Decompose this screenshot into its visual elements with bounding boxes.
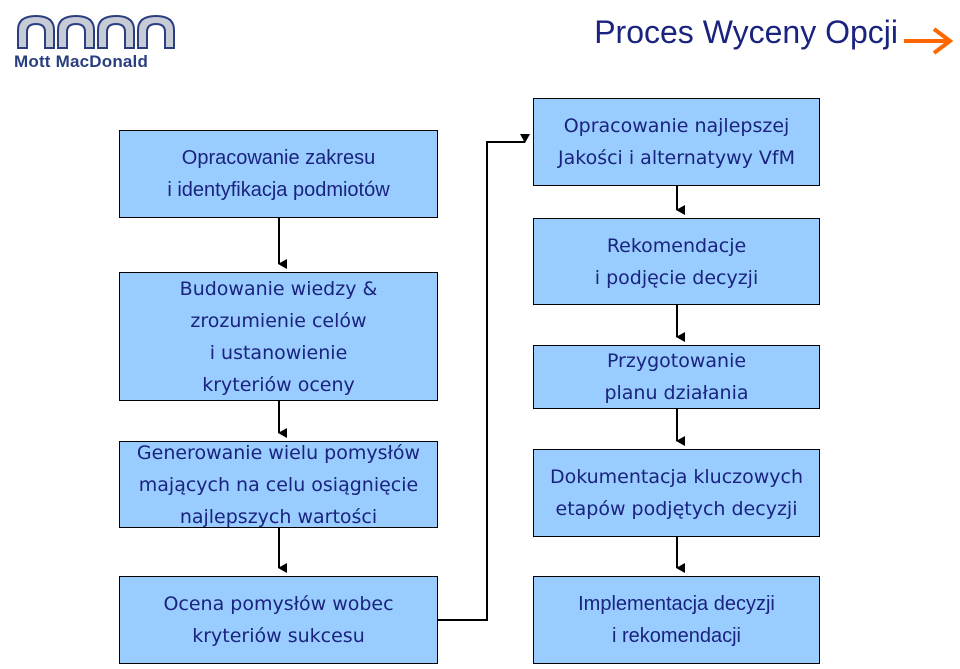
flow-box-action-plan: Przygotowanie planu działania	[533, 345, 820, 409]
flow-box-scope: Opracowanie zakresu i identyfikacja podm…	[119, 130, 438, 218]
flow-box-best-quality: Opracowanie najlepszej Jakości i alterna…	[533, 98, 820, 186]
flow-box-label: Implementacja decyzji i rekomendacji	[578, 593, 775, 647]
flow-box-label: Budowanie wiedzy & zrozumienie celów i u…	[179, 277, 378, 396]
flow-box-label: Ocena pomysłów wobec kryteriów sukcesu	[163, 593, 394, 647]
logo-arches-icon	[17, 14, 175, 49]
flow-box-label: Dokumentacja kluczowych etapów podjętych…	[549, 466, 804, 520]
flow-box-ideas: Generowanie wielu pomysłów mających na c…	[119, 441, 438, 528]
flow-box-label: Rekomendacje i podjęcie decyzji	[594, 234, 759, 289]
flow-box-label: Generowanie wielu pomysłów mających na c…	[136, 441, 421, 528]
mott-macdonald-logo: Mott MacDonald	[14, 12, 179, 72]
logo-wordmark: Mott MacDonald	[14, 52, 149, 71]
arrow-left-to-right	[437, 134, 530, 621]
flow-box-label: Przygotowanie planu działania	[604, 350, 749, 404]
flow-box-implementation: Implementacja decyzji i rekomendacji	[533, 576, 820, 664]
flow-box-label: Opracowanie zakresu i identyfikacja podm…	[167, 147, 390, 201]
flow-box-recommendations: Rekomendacje i podjęcie decyzji	[533, 218, 820, 305]
flow-box-evaluation: Ocena pomysłów wobec kryteriów sukcesu	[119, 576, 438, 664]
flow-box-label: Opracowanie najlepszej Jakości i alterna…	[558, 115, 795, 169]
flow-box-documentation: Dokumentacja kluczowych etapów podjętych…	[533, 449, 820, 537]
page-title: Proces Wyceny Opcji	[594, 14, 898, 50]
flow-box-knowledge: Budowanie wiedzy & zrozumienie celów i u…	[119, 272, 438, 401]
arrow-right-icon	[904, 27, 954, 55]
